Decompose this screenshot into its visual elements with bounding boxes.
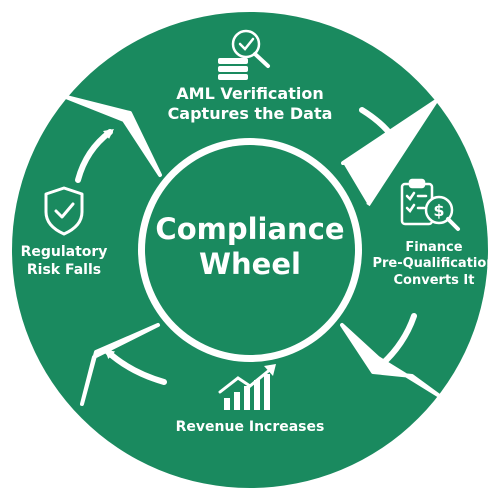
- bar-chart-trend-icon: [218, 364, 276, 410]
- arrow-bottom-left: [104, 348, 167, 385]
- segment-finance-line3: Converts It: [393, 272, 475, 288]
- divider-bottom-right: [340, 323, 440, 397]
- segment-risk-line1: Regulatory: [20, 244, 108, 260]
- shield-check-icon: [44, 186, 84, 236]
- segment-aml-line2: Captures the Data: [167, 104, 333, 123]
- arrow-top-right: [359, 107, 403, 153]
- arrow-bottom-right: [376, 313, 417, 370]
- segment-finance-line2: Pre-Qualification: [372, 256, 496, 272]
- segment-label-aml: AML Verification Captures the Data: [150, 84, 350, 124]
- dollar-sign-glyph: $: [433, 201, 444, 220]
- segment-label-risk: Regulatory Risk Falls: [8, 244, 120, 279]
- center-title: Compliance Wheel: [130, 212, 370, 282]
- segment-aml-line1: AML Verification: [176, 84, 324, 103]
- segment-risk-line2: Risk Falls: [26, 261, 102, 278]
- database-check-magnifier-icon: [218, 29, 270, 80]
- divider-bottom-left: [80, 323, 160, 406]
- segment-finance-line1: Finance: [405, 240, 463, 255]
- divider-top-left: [64, 95, 162, 177]
- segment-label-finance: Finance Pre-Qualification Converts It: [372, 240, 496, 289]
- hub-circle: [145, 145, 355, 355]
- segment-revenue-line1: Revenue Increases: [175, 419, 325, 435]
- clipboard-dollar-magnifier-icon: [400, 178, 460, 231]
- segment-label-revenue: Revenue Increases: [150, 419, 350, 437]
- arrow-top-left: [75, 128, 114, 183]
- center-title-line2: Wheel: [199, 246, 301, 281]
- center-title-line1: Compliance: [155, 212, 345, 246]
